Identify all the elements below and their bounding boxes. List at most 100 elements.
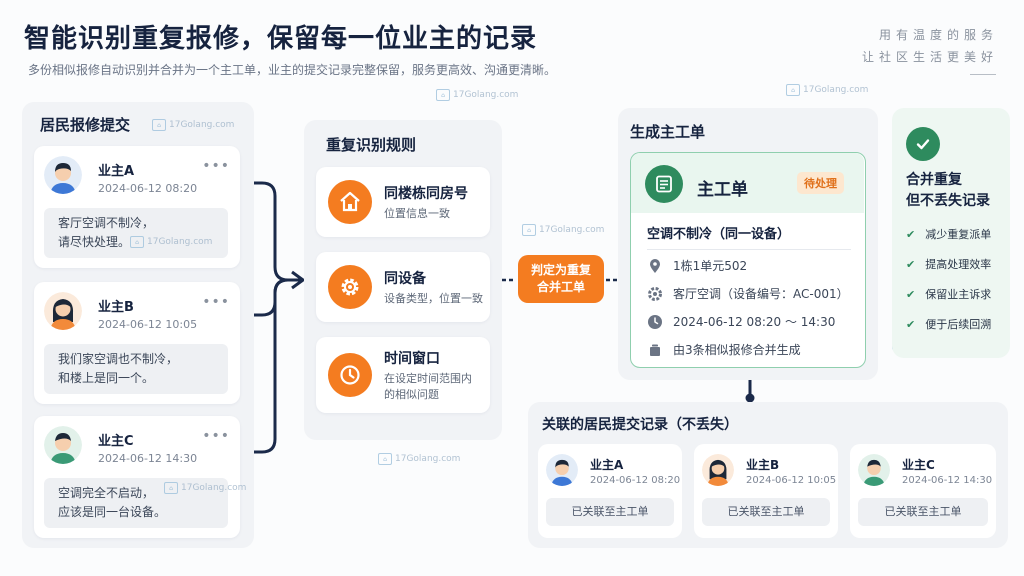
rule-same-device: 同设备设备类型，位置一致: [316, 252, 490, 322]
main-order-merged-row: 由3条相似报修合并生成: [647, 341, 801, 358]
watermark: ⌂17Golang.com: [164, 482, 246, 494]
resident-message: 我们家空调也不制冷， 和楼上是同一个。: [44, 344, 228, 394]
decision-line: 判定为重复: [530, 263, 591, 277]
watermark-logo-icon: ⌂: [164, 482, 178, 494]
watermark-logo-icon: ⌂: [522, 224, 536, 236]
message-line: 空调完全不启动，: [58, 486, 155, 500]
watermark-logo-icon: ⌂: [130, 236, 144, 248]
resident-card-c[interactable]: 业主C 2024-06-12 14:30 ••• 空调完全不启动， 应该是同一台…: [34, 416, 246, 538]
house-icon: [328, 180, 372, 224]
benefit-item: ✔提高处理效率: [906, 256, 991, 272]
benefits-title-line: 但不丢失记录: [906, 193, 990, 209]
watermark: ⌂17Golang.com: [522, 224, 604, 236]
resident-time: 2024-06-12 14:30: [98, 452, 198, 465]
watermark: ⌂17Golang.com: [436, 89, 518, 101]
gear-icon: [328, 265, 372, 309]
rule-same-room: 同楼栋同房号位置信息一致: [316, 167, 490, 237]
slogan-line-2: 让社区生活更美好: [861, 50, 998, 64]
message-line: 应该是同一台设备。: [58, 505, 167, 519]
more-options-icon[interactable]: •••: [202, 158, 230, 174]
message-line: 我们家空调也不制冷，: [58, 352, 179, 366]
linked-record-b[interactable]: 业主B 2024-06-12 10:05 已关联至主工单: [694, 444, 838, 538]
rule-desc-line: 的相似问题: [384, 387, 439, 401]
resident-time: 2024-06-12 08:20: [98, 182, 198, 195]
main-order-device-row: 客厅空调（设备编号：AC-001）: [647, 285, 849, 302]
resident-name: 业主B: [98, 300, 134, 315]
more-options-icon[interactable]: •••: [202, 428, 230, 444]
rule-title: 同楼栋同房号: [384, 185, 468, 202]
message-line: 和楼上是同一个。: [58, 371, 155, 385]
benefit-item: ✔ 减少重复派单: [906, 226, 991, 242]
main-order-merged: 由3条相似报修合并生成: [673, 343, 801, 357]
linked-records-title: 关联的居民提交记录（不丢失）: [542, 417, 738, 433]
linked-name: 业主B: [746, 458, 780, 472]
resident-name: 业主A: [98, 164, 135, 179]
watermark: ⌂17Golang.com: [378, 453, 460, 465]
page-subtitle: 多份相似报修自动识别并合并为一个主工单，业主的提交记录完整保留，服务更高效、沟通…: [28, 63, 557, 77]
avatar-male: [858, 454, 890, 486]
linked-status-button[interactable]: 已关联至主工单: [858, 498, 988, 526]
stack-icon: [650, 344, 660, 356]
main-order-location-row: 1栋1单元502: [647, 257, 747, 274]
watermark-logo-icon: ⌂: [786, 84, 800, 96]
message-line: 客厅空调不制冷，: [58, 216, 155, 230]
linked-status-button[interactable]: 已关联至主工单: [702, 498, 830, 526]
resident-message: 客厅空调不制冷， 请尽快处理。: [44, 208, 228, 258]
page-title: 智能识别重复报修，保留每一位业主的记录: [24, 24, 538, 54]
watermark-logo-icon: ⌂: [152, 119, 166, 131]
gear-icon: [648, 286, 662, 301]
rule-title: 时间窗口: [384, 350, 440, 367]
check-icon: ✔: [906, 317, 916, 331]
benefits-panel: 合并重复 但不丢失记录 ✔减少重复派单 ✔提高处理效率 ✔保留业主诉求 ✔便于后…: [892, 108, 1010, 358]
residents-panel-title: 居民报修提交: [40, 116, 131, 134]
resident-name: 业主C: [98, 434, 134, 449]
linked-record-a[interactable]: 业主A 2024-06-12 08:20 已关联至主工单: [538, 444, 682, 538]
resident-message: 空调完全不启动， 应该是同一台设备。: [44, 478, 228, 528]
linked-status-button[interactable]: 已关联至主工单: [546, 498, 674, 526]
linked-time: 2024-06-12 08:20: [590, 475, 681, 486]
divider: [647, 249, 851, 250]
main-order-time-row: 2024-06-12 08:20 ～ 14:30: [647, 313, 835, 330]
more-options-icon[interactable]: •••: [202, 294, 230, 310]
benefits-title-line: 合并重复: [906, 172, 962, 188]
list-icon: [645, 165, 683, 203]
resident-time: 2024-06-12 10:05: [98, 318, 198, 331]
benefit-label: 减少重复派单: [925, 228, 992, 241]
check-icon: ✔: [906, 257, 916, 271]
rules-panel-title: 重复识别规则: [326, 136, 417, 154]
clock-icon: [648, 314, 662, 329]
main-order-device: 客厅空调（设备编号：AC-001）: [673, 287, 849, 301]
avatar-male: [44, 426, 82, 464]
benefit-label: 保留业主诉求: [925, 288, 992, 301]
rule-desc: 在设定时间范围内的相似问题: [384, 371, 472, 403]
slogan: 用有温度的服务 让社区生活更美好: [862, 24, 998, 68]
linked-time: 2024-06-12 14:30: [902, 475, 993, 486]
resident-card-a[interactable]: 业主A 2024-06-12 08:20 ••• 客厅空调不制冷， 请尽快处理。…: [34, 146, 240, 268]
rule-desc: 设备类型，位置一致: [384, 291, 483, 305]
main-order-title: 主工单: [697, 180, 748, 200]
watermark: ⌂17Golang.com: [786, 84, 868, 96]
linked-name: 业主C: [902, 458, 935, 472]
benefit-label: 便于后续回溯: [925, 318, 992, 331]
watermark-logo-icon: ⌂: [436, 89, 450, 101]
watermark: ⌂17Golang.com: [152, 119, 234, 131]
location-pin-icon: [650, 258, 660, 273]
main-order-location: 1栋1单元502: [673, 259, 748, 273]
resident-card-b[interactable]: 业主B 2024-06-12 10:05 ••• 我们家空调也不制冷， 和楼上是…: [34, 282, 240, 404]
benefit-item: ✔保留业主诉求: [906, 286, 991, 302]
slogan-divider: [970, 74, 996, 75]
decision-line: 合并工单: [536, 280, 585, 294]
main-order-card[interactable]: 主工单 待处理 空调不制冷（同一设备） 1栋1单元502 客厅空调（设备编号：A…: [630, 152, 866, 368]
main-order-time-range: 2024-06-12 08:20 ～ 14:30: [673, 315, 836, 329]
rule-desc-line: 在设定时间范围内: [384, 371, 472, 385]
message-line: 请尽快处理。: [58, 235, 131, 249]
watermark: ⌂17Golang.com: [130, 236, 212, 248]
clock-icon: [328, 353, 372, 397]
check-icon: ✔: [906, 227, 916, 241]
benefit-item: ✔ 便于后续回溯: [906, 316, 991, 332]
linked-name: 业主A: [590, 458, 624, 472]
linked-time: 2024-06-12 10:05: [746, 475, 837, 486]
main-order-issue: 空调不制冷（同一设备）: [647, 227, 791, 242]
avatar-male: [44, 156, 82, 194]
linked-record-c[interactable]: 业主C 2024-06-12 14:30 已关联至主工单: [850, 444, 996, 538]
